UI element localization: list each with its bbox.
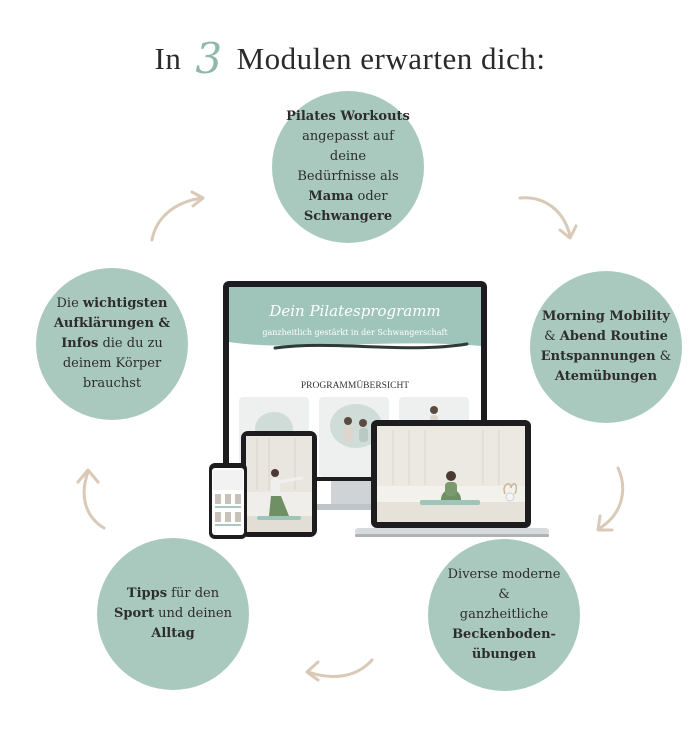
module-text: ganzheitliche	[459, 606, 549, 622]
module-aufklaerungen: Die wichtigsten Aufklärungen & Infos die…	[36, 268, 188, 420]
module-text: die du zu	[98, 335, 163, 351]
module-text: Bedürfnisse als	[297, 169, 399, 184]
module-text: Diverse moderne &	[447, 566, 561, 602]
module-text: Entspannungen	[540, 349, 656, 364]
module-text: Aufklärungen &	[53, 315, 171, 331]
module-pilates-workouts: Pilates Workouts angepasst auf deine Bed…	[272, 91, 424, 243]
page-title: In 3 Modulen erwarten dich:	[0, 34, 700, 83]
module-text: Beckenboden-	[452, 627, 556, 643]
screen-subtitle: ganzheitlich gestärkt in der Schwangersc…	[262, 328, 448, 337]
module-text: Die	[56, 295, 83, 311]
arrow-icon	[518, 196, 578, 240]
module-text: Atemübungen	[554, 369, 658, 385]
arrow-icon	[305, 658, 374, 682]
device-mockup-group: Dein Pilatesprogramm ganzheitlich gestär…	[205, 280, 555, 545]
screen-overview-heading: PROGRAMMÜBERSICHT	[301, 379, 409, 391]
module-text: oder	[353, 189, 388, 205]
arrow-icon	[596, 466, 625, 532]
module-text: &	[544, 328, 560, 344]
arrow-icon	[150, 190, 205, 242]
module-text: Morning Mobility	[542, 308, 670, 324]
module-text: Tipps	[126, 585, 168, 601]
module-text: Pilates Workouts	[286, 108, 410, 124]
title-prefix: In	[154, 41, 182, 76]
screen-script-title: Dein Pilatesprogramm	[268, 302, 440, 320]
module-beckenboden: Diverse moderne & ganzheitliche Beckenbo…	[428, 539, 580, 691]
module-text: übungen	[471, 647, 537, 663]
module-text: Abend Routine	[559, 328, 668, 344]
module-text: für den	[167, 585, 220, 601]
module-text: &	[655, 349, 672, 364]
module-tipps: Tipps für den Sport und deinen Alltag	[97, 538, 249, 690]
title-suffix: Modulen erwarten dich:	[236, 41, 546, 76]
arrow-icon	[76, 468, 106, 530]
module-text: Infos	[61, 335, 99, 351]
module-text: Sport	[114, 605, 155, 621]
module-text: angepasst auf deine	[302, 128, 394, 164]
module-morning-mobility: Morning Mobility & Abend Routine Entspan…	[530, 271, 682, 423]
title-number: 3	[195, 34, 223, 83]
module-text: Mama	[308, 189, 354, 205]
module-text: brauchst	[82, 376, 142, 392]
module-text: und deinen	[154, 605, 232, 621]
module-text: wichtigsten	[82, 295, 168, 311]
device-mockup-illustration: Dein Pilatesprogramm ganzheitlich gestär…	[209, 281, 549, 539]
module-text: Schwangere	[303, 209, 393, 225]
module-text: deinem Körper	[62, 356, 162, 372]
module-text: Alltag	[151, 626, 195, 642]
